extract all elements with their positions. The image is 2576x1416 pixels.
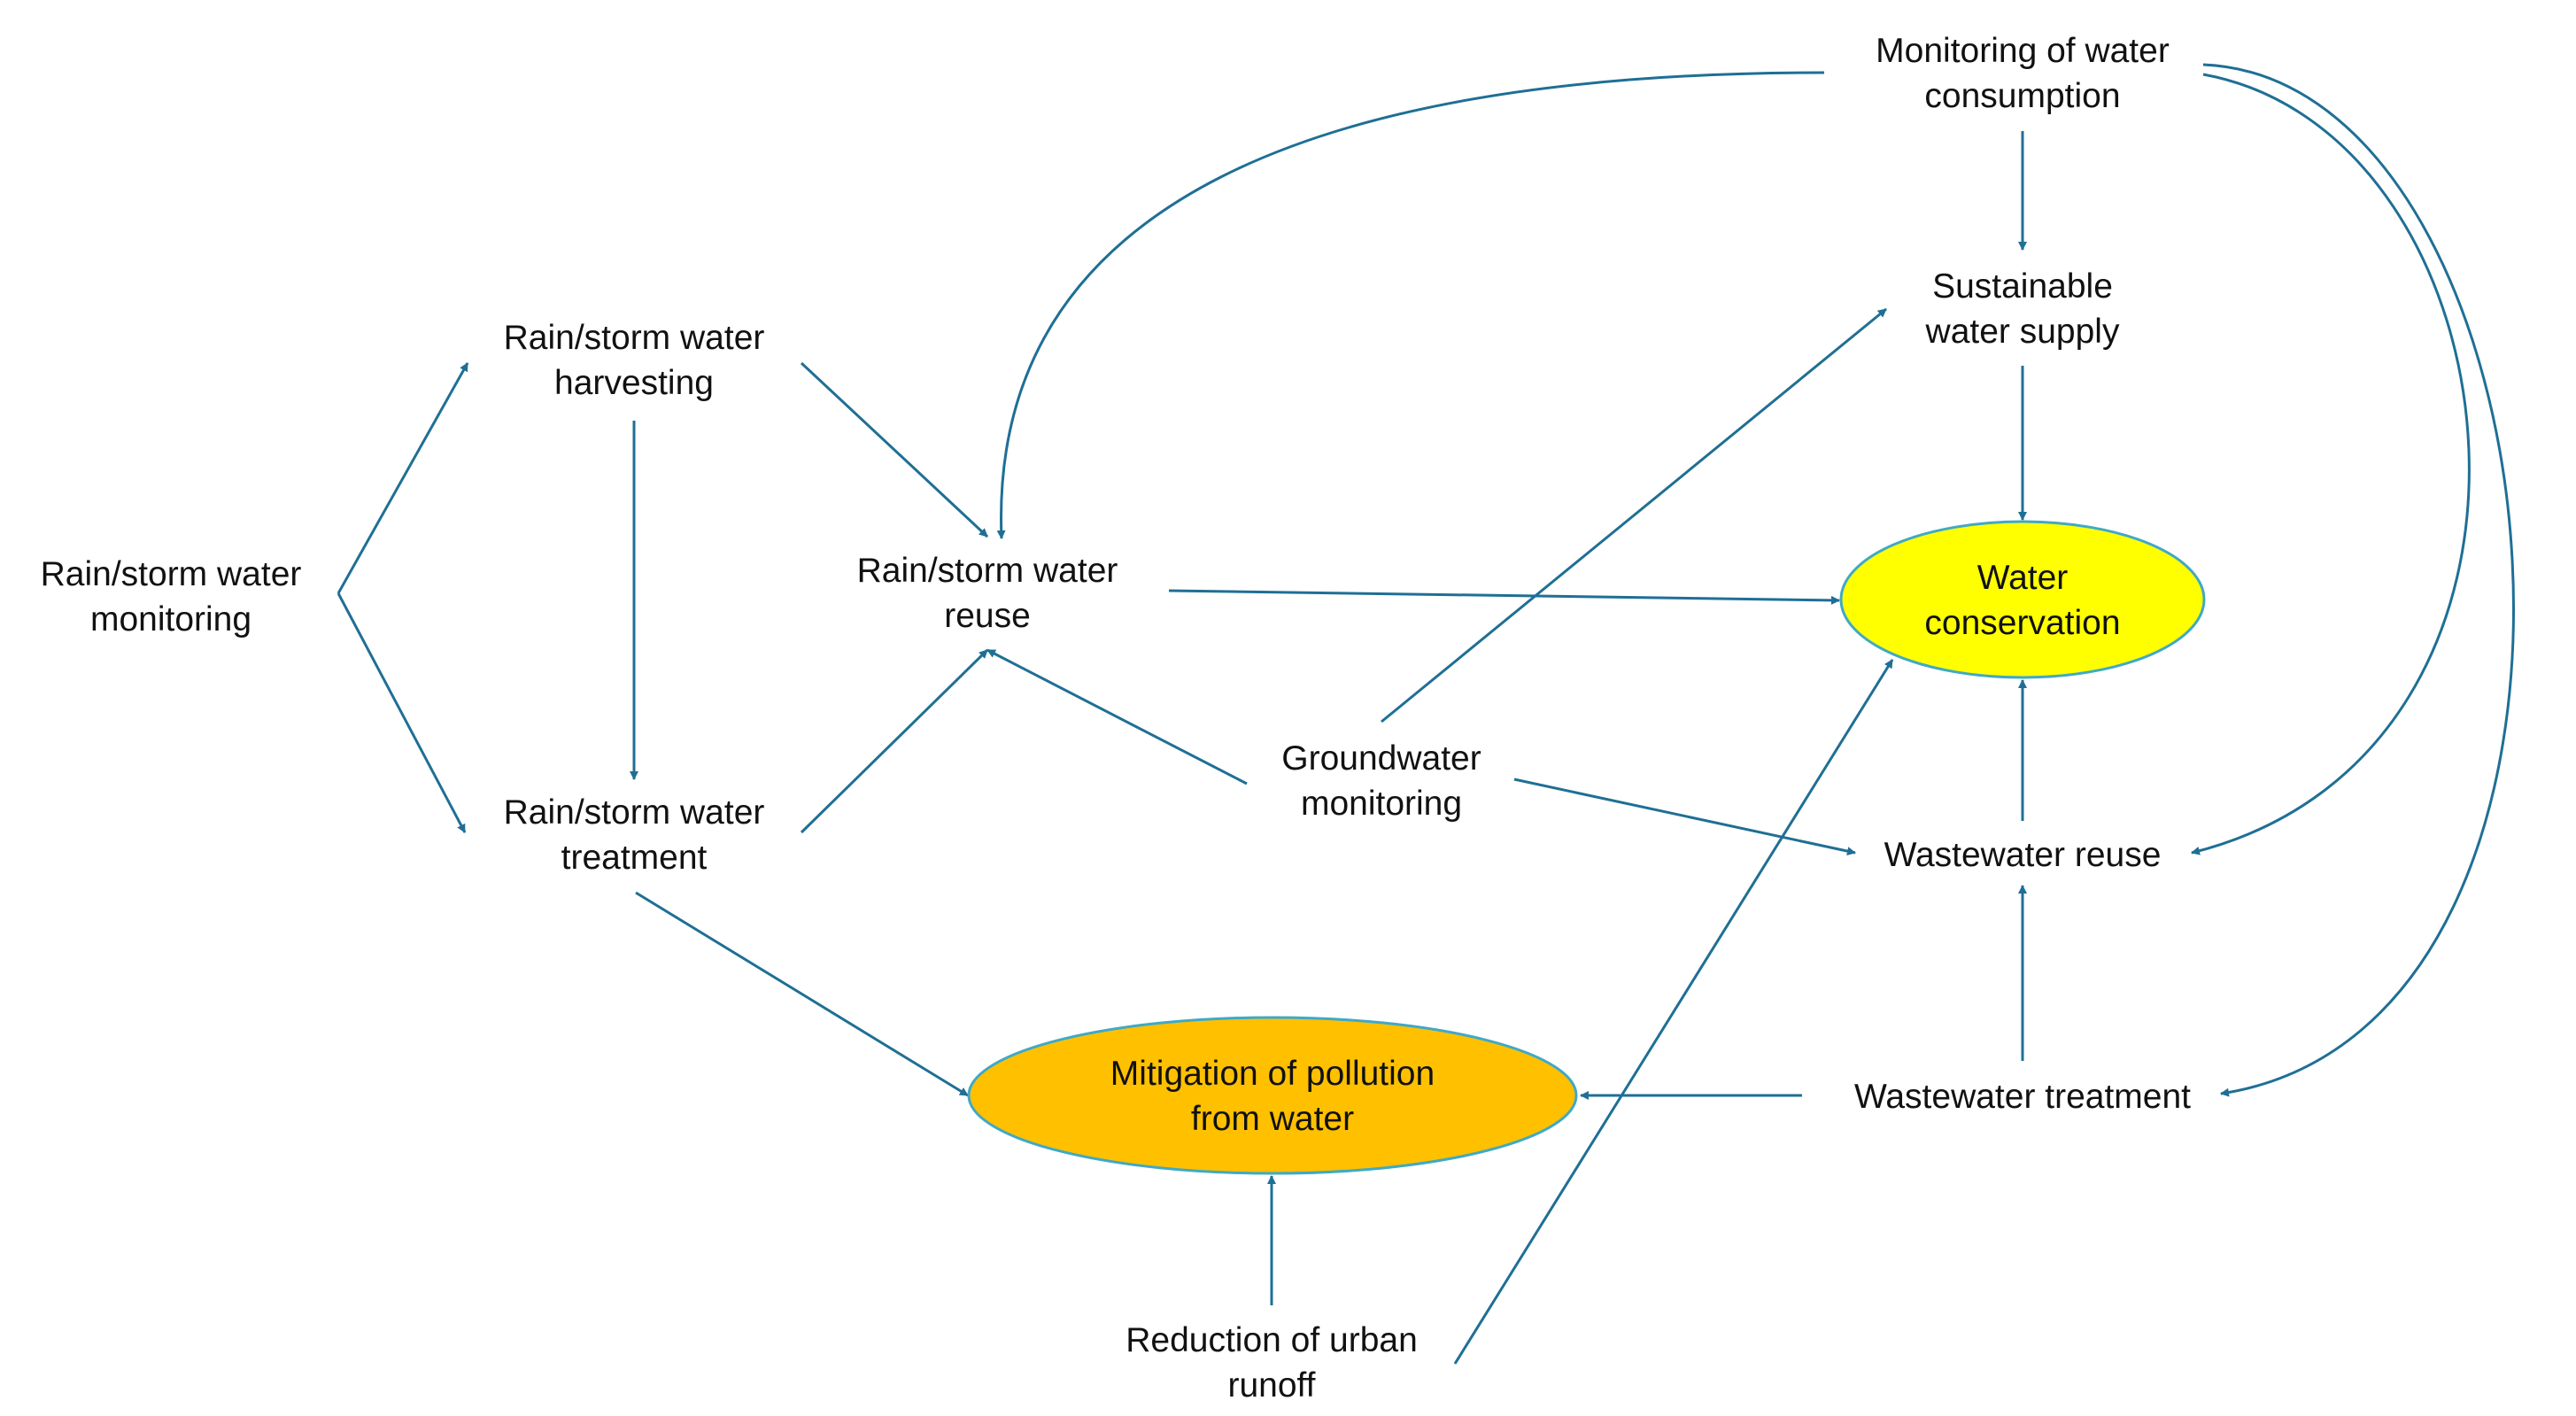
node-rain-harvesting: Rain/storm water harvesting — [504, 319, 765, 402]
edge-treatment-to-pollution — [635, 891, 969, 1097]
node-wastewater-reuse: Wastewater reuse — [1884, 836, 2162, 874]
node-rain-monitoring: Rain/storm water monitoring — [41, 555, 302, 638]
node-rain-treatment: Rain/storm water treatment — [504, 793, 765, 877]
node-label-line2: harvesting — [554, 364, 714, 402]
node-pollution-mitigation: Mitigation of pollution from water — [1110, 1055, 1435, 1138]
node-label-line1: Wastewater reuse — [1884, 836, 2162, 874]
node-urban-runoff: Reduction of urban runoff — [1126, 1321, 1418, 1404]
edge-groundwater-to-reuse — [986, 648, 1248, 785]
node-label-line1: Water — [1977, 559, 2069, 597]
node-monitoring-consumption: Monitoring of water consumption — [1876, 32, 2170, 115]
edge-groundwater-to-wastewater-reuse — [1513, 778, 1856, 855]
edge-harvesting-to-reuse — [800, 361, 989, 538]
node-label-line2: water supply — [1925, 313, 2120, 351]
edge-consumption-to-wastewater-treatment — [2202, 63, 2515, 1097]
edge-runoff-to-conservation — [1453, 659, 1894, 1365]
edge-monitoring-to-harvesting — [337, 362, 469, 594]
node-label-line2: monitoring — [90, 600, 251, 638]
node-sustainable-supply: Sustainable water supply — [1925, 267, 2120, 351]
edge-groundwater-to-supply — [1381, 307, 1887, 723]
node-label-line1: Mitigation of pollution — [1110, 1055, 1435, 1093]
node-label-line2: monitoring — [1301, 785, 1462, 823]
node-label-line1: Rain/storm water — [504, 319, 765, 357]
node-label-line2: runoff — [1227, 1366, 1315, 1404]
edge-treatment-to-reuse — [800, 648, 989, 834]
node-label-line2: conservation — [1924, 604, 2120, 642]
node-label-line1: Sustainable — [1932, 267, 2113, 306]
node-wastewater-treatment: Wastewater treatment — [1854, 1078, 2191, 1116]
water-conservation-ellipse — [1839, 520, 2206, 679]
node-label-line2: reuse — [944, 597, 1031, 635]
node-label-line2: from water — [1191, 1100, 1354, 1138]
edge-consumption-to-wastewater-reuse — [2191, 73, 2471, 855]
node-water-conservation: Water conservation — [1924, 559, 2120, 642]
node-label-line1: Wastewater treatment — [1854, 1078, 2191, 1116]
node-label-line1: Rain/storm water — [857, 552, 1118, 590]
node-label-line1: Rain/storm water — [504, 793, 765, 832]
edge-consumption-to-rain-reuse — [996, 71, 1825, 539]
node-label-line1: Rain/storm water — [41, 555, 302, 593]
pollution-mitigation-ellipse — [967, 1016, 1578, 1175]
node-label-line1: Groundwater — [1281, 739, 1481, 778]
edges — [337, 63, 2515, 1365]
node-label-line1: Reduction of urban — [1126, 1321, 1418, 1359]
node-rain-reuse: Rain/storm water reuse — [857, 552, 1118, 635]
node-label-line2: consumption — [1924, 77, 2120, 115]
node-label-line2: treatment — [561, 839, 708, 877]
edge-monitoring-to-treatment — [337, 592, 467, 833]
edge-reuse-to-conservation — [1168, 589, 1840, 605]
node-groundwater-monitoring: Groundwater monitoring — [1281, 739, 1481, 823]
node-label-line1: Monitoring of water — [1876, 32, 2170, 70]
